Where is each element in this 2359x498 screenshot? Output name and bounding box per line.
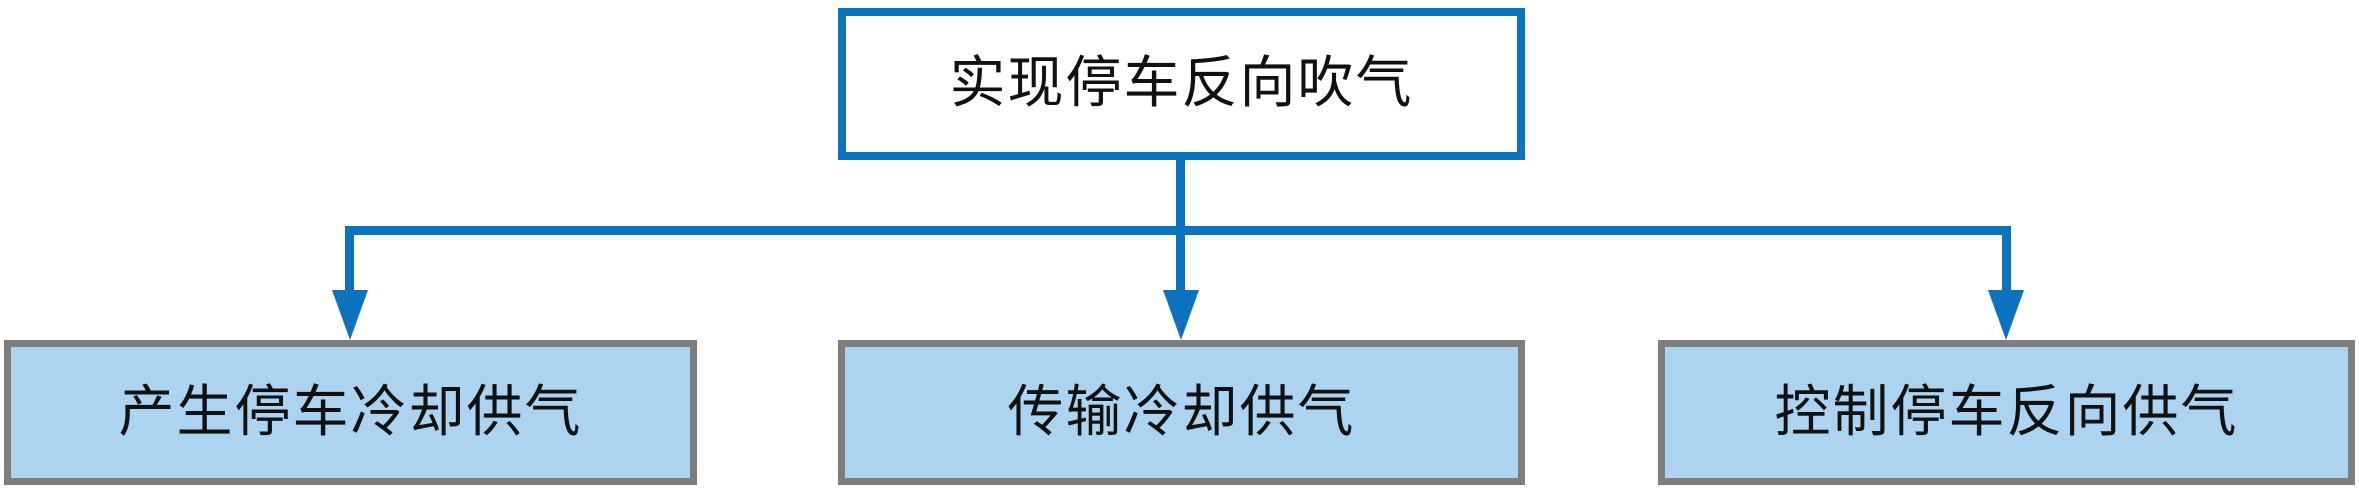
node-child-3-label: 控制停车反向供气 <box>1774 381 2239 444</box>
node-child-transmit-supply: 传输冷却供气 <box>838 340 1525 485</box>
node-child-generate-supply: 产生停车冷却供气 <box>4 340 697 485</box>
arrow-down-icon-right <box>1988 290 2024 340</box>
node-root: 实现停车反向吹气 <box>838 8 1525 160</box>
arrow-down-icon-middle <box>1163 290 1199 340</box>
node-root-label: 实现停车反向吹气 <box>949 53 1414 115</box>
connector-horizontal-bar <box>345 226 2011 235</box>
node-child-1-label: 产生停车冷却供气 <box>118 381 583 444</box>
connector-drop-left <box>345 226 354 292</box>
connector-drop-right <box>2002 226 2011 292</box>
node-child-2-label: 传输冷却供气 <box>1007 381 1356 444</box>
node-child-control-supply: 控制停车反向供气 <box>1658 340 2355 485</box>
arrow-down-icon-left <box>332 290 368 340</box>
